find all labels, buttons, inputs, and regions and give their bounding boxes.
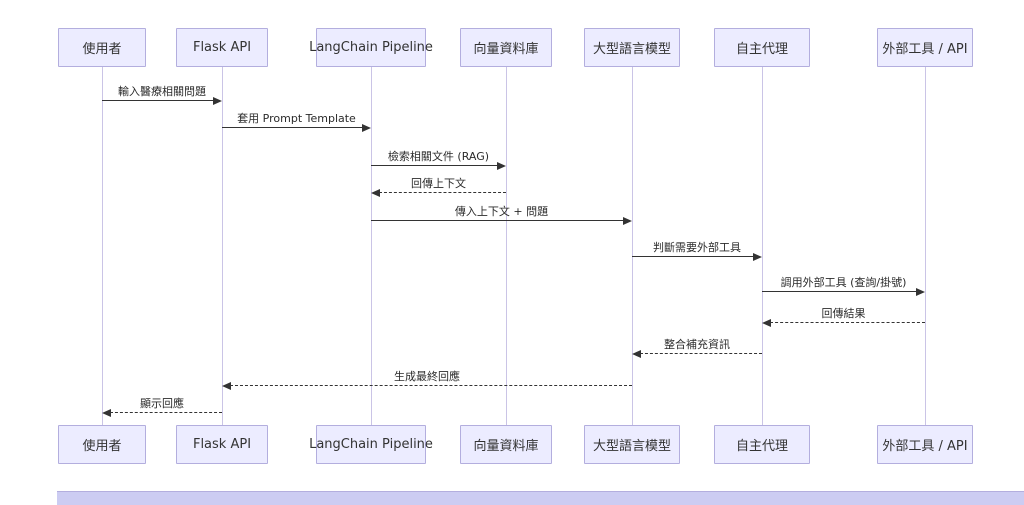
message-arrowhead	[497, 161, 506, 170]
message-arrowhead	[623, 216, 632, 225]
message-arrowhead	[362, 123, 371, 132]
participant-box-bottom: 外部工具 / API	[877, 425, 973, 464]
message-line	[230, 385, 632, 386]
participant-box-bottom: 向量資料庫	[460, 425, 552, 464]
message-arrowhead	[916, 287, 925, 296]
participant-box-bottom: 自主代理	[714, 425, 810, 464]
message-line	[102, 100, 214, 101]
participant-box-top: 外部工具 / API	[877, 28, 973, 67]
message-arrowhead	[753, 252, 762, 261]
message-label: 檢索相關文件 (RAG)	[387, 150, 490, 163]
bottom-cropped-strip	[57, 491, 1024, 505]
message-arrowhead	[762, 318, 771, 327]
lifeline	[101, 67, 103, 425]
message-line	[371, 165, 498, 166]
message-label: 輸入醫療相關問題	[118, 85, 206, 98]
message-arrowhead	[102, 408, 111, 417]
message-label: 生成最終回應	[394, 370, 460, 383]
lifeline	[761, 67, 763, 425]
message-label: 傳入上下文 + 問題	[454, 205, 549, 218]
participant-box-bottom: LangChain Pipeline	[309, 425, 433, 464]
participant-box-top: 向量資料庫	[460, 28, 552, 67]
message-label: 回傳上下文	[411, 177, 466, 190]
participant-box-bottom: 大型語言模型	[584, 425, 680, 464]
lifeline	[505, 67, 507, 425]
message-arrowhead	[371, 188, 380, 197]
message-line	[371, 220, 624, 221]
participant-box-top: 大型語言模型	[584, 28, 680, 67]
participant-box-bottom: 使用者	[58, 425, 146, 464]
lifeline	[631, 67, 633, 425]
message-arrowhead	[222, 381, 231, 390]
message-label: 回傳結果	[821, 307, 866, 320]
message-label: 判斷需要外部工具	[653, 241, 741, 254]
participant-box-top: 使用者	[58, 28, 146, 67]
message-label: 整合補充資訊	[664, 338, 730, 351]
participant-box-top: LangChain Pipeline	[309, 28, 433, 67]
message-line	[222, 127, 363, 128]
participant-box-bottom: Flask API	[176, 425, 268, 464]
participant-box-top: 自主代理	[714, 28, 810, 67]
message-label: 顯示回應	[140, 397, 184, 410]
lifeline	[221, 67, 223, 425]
message-label: 套用 Prompt Template	[237, 112, 356, 125]
message-arrowhead	[213, 96, 222, 105]
lifeline	[924, 67, 926, 425]
message-line	[770, 322, 925, 323]
message-arrowhead	[632, 349, 641, 358]
message-line	[762, 291, 917, 292]
lifeline	[370, 67, 372, 425]
message-line	[640, 353, 762, 354]
message-label: 調用外部工具 (查詢/掛號)	[780, 276, 907, 289]
participant-box-top: Flask API	[176, 28, 268, 67]
message-line	[632, 256, 754, 257]
message-line	[110, 412, 222, 413]
message-line	[379, 192, 506, 193]
